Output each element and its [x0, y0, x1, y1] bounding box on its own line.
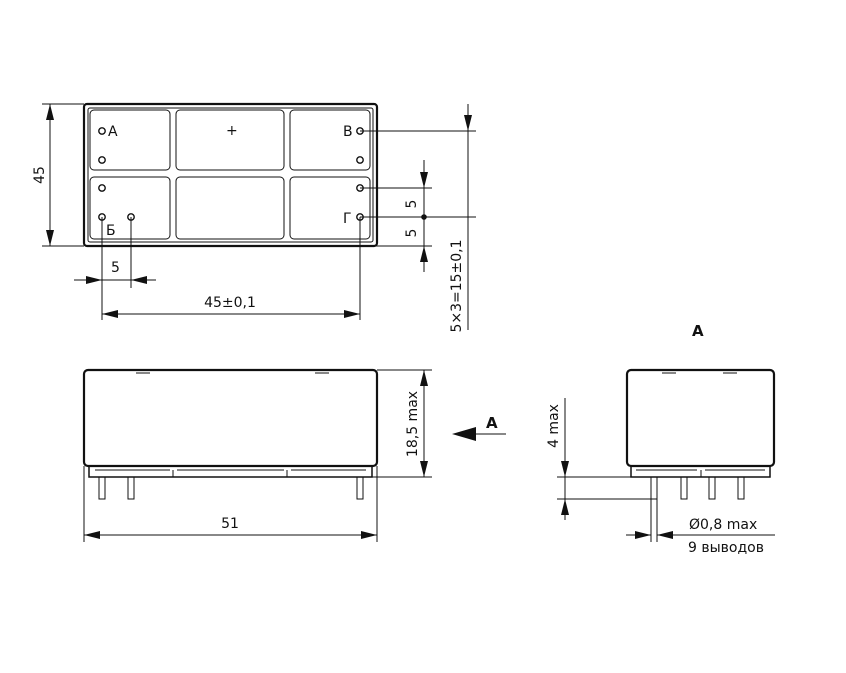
end-view-title: А — [692, 322, 704, 340]
view-marker-label: А — [486, 414, 498, 432]
side-pin — [356, 476, 364, 500]
end-view: А 4 max Ø0,8 max 9 выводов — [546, 322, 776, 556]
dim-span-label: 45±0,1 — [204, 295, 256, 311]
top-view-body — [82, 102, 379, 248]
dim-pitch-label: 5 — [111, 260, 120, 276]
side-view-body — [82, 368, 379, 468]
top-view-body-inner — [87, 107, 374, 243]
end-pin — [708, 476, 716, 500]
pin-label-b: Б — [106, 223, 116, 239]
end-view-body — [625, 368, 776, 468]
dim-spacing-upper-label: 5 — [404, 200, 420, 209]
pin-left-2 — [98, 156, 106, 164]
compartment-bottom-right — [289, 176, 371, 240]
compartment-top-left — [89, 109, 171, 171]
plus-label: + — [226, 123, 238, 139]
pin-label-a: А — [108, 124, 118, 140]
pin-a — [98, 127, 106, 135]
view-arrow-head — [452, 427, 476, 441]
pin-right-2 — [356, 156, 364, 164]
top-view: А Б В Г + 45 5 45±0,1 5 5 — [32, 102, 476, 333]
side-view: 18,5 max 51 А — [82, 368, 506, 542]
dim-junction-dot — [421, 214, 427, 220]
dim-height-label: 45 — [32, 166, 48, 184]
dim-spacing-lower-label: 5 — [404, 229, 420, 238]
end-pin — [650, 476, 658, 500]
pin-label-g: Г — [343, 211, 352, 227]
compartment-top-right — [289, 109, 371, 171]
compartment-bottom-left — [89, 176, 171, 240]
pin-count-label: 9 выводов — [688, 540, 764, 556]
side-view-base — [88, 465, 373, 478]
pin-left-3 — [98, 184, 106, 192]
compartment-bottom-center — [175, 176, 285, 240]
dim-diameter-label: Ø0,8 max — [689, 517, 757, 533]
side-pin — [98, 476, 106, 500]
dim-pin-length-label: 4 max — [546, 404, 562, 448]
dim-side-height-label: 18,5 max — [405, 391, 421, 457]
end-pin — [737, 476, 745, 500]
dim-vertical-span-label: 5×3=15±0,1 — [449, 239, 465, 332]
end-pin — [680, 476, 688, 500]
dim-length-label: 51 — [221, 516, 239, 532]
side-pin — [127, 476, 135, 500]
compartment-top-center — [175, 109, 285, 171]
pin-label-v: В — [343, 124, 353, 140]
